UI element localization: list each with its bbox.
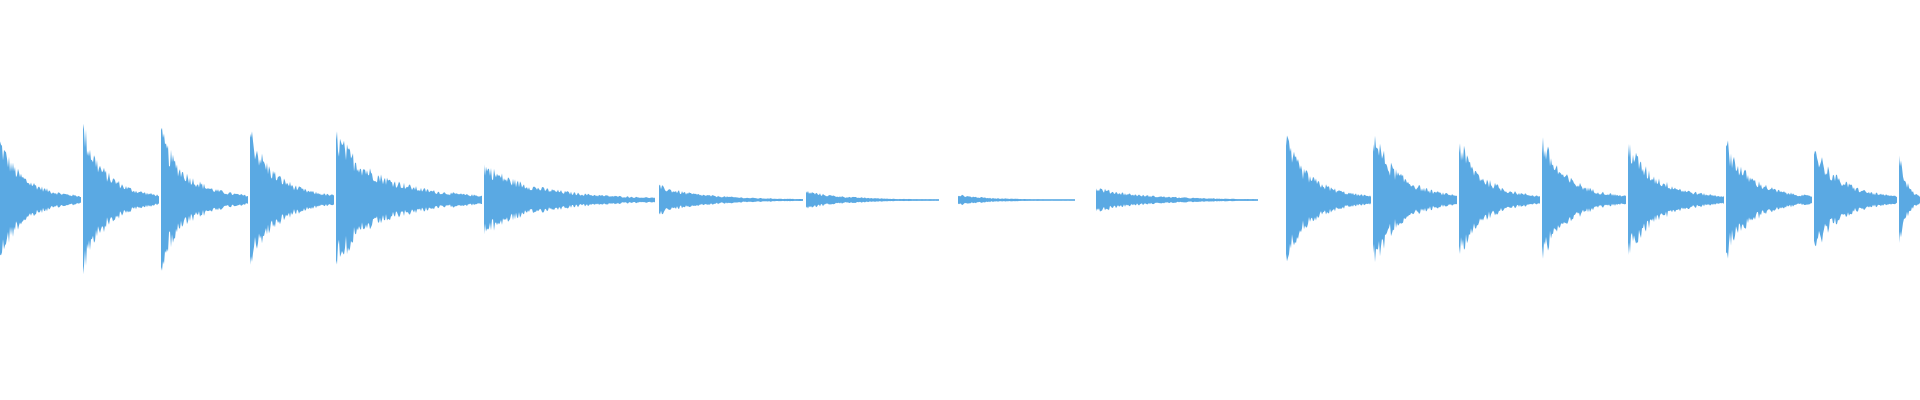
waveform-layer bbox=[0, 123, 1920, 275]
waveform-transient-17 bbox=[1814, 150, 1897, 247]
waveform-transient-4 bbox=[250, 131, 334, 265]
waveform-transient-5 bbox=[336, 131, 482, 265]
waveform-transient-12 bbox=[1373, 135, 1457, 263]
waveform-transient-2 bbox=[83, 123, 159, 275]
waveform-transient-14 bbox=[1542, 137, 1626, 259]
waveform-transient-1 bbox=[0, 141, 81, 256]
waveform-transient-11 bbox=[1286, 135, 1371, 262]
waveform-transient-13 bbox=[1459, 143, 1540, 254]
